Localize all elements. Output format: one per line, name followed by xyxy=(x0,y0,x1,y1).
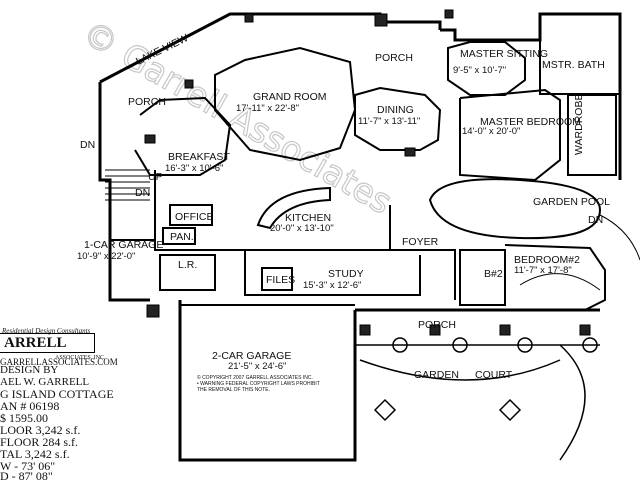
grand-room-dims: 17'-11" x 22'-8" xyxy=(236,103,299,114)
design-by: DESIGN BY xyxy=(0,364,59,376)
master-bath-label: MSTR. BATH xyxy=(542,59,605,71)
wardrobe-label: WARDROBE xyxy=(573,94,585,155)
garden-court xyxy=(355,337,600,461)
plan-name: G ISLAND COTTAGE xyxy=(0,387,114,401)
depth: D - 87' 08" xyxy=(0,469,53,480)
kitchen-dims: 20'-0" x 13'-10" xyxy=(270,223,334,234)
left-stairs xyxy=(105,169,150,201)
bedroom2-label: BEDROOM#2 xyxy=(514,254,580,266)
porch-top-label: PORCH xyxy=(375,52,413,64)
garrell-logo: ARRELL xyxy=(0,333,95,353)
second-floor-area: FLOOR 284 s.f. xyxy=(0,435,79,449)
files-label: FILES xyxy=(266,274,295,286)
porch-left-label: PORCH xyxy=(128,96,166,108)
garden-court-word2: COURT xyxy=(475,369,513,381)
garden-court-word1: GARDEN xyxy=(414,369,459,381)
svg-text:© COPYRIGHT 2007 GARRELL ASSOC: © COPYRIGHT 2007 GARRELL ASSOCIATES INC. xyxy=(197,374,313,381)
master-sitting-label: MASTER SITTING xyxy=(460,48,548,60)
dining-dims: 11'-7" x 13'-11" xyxy=(358,116,420,127)
kitchen-label: KITCHEN xyxy=(285,212,331,224)
assoc-text: ASSOCIATES, INC. xyxy=(55,355,106,361)
foyer-label: FOYER xyxy=(402,236,439,248)
master-sitting-dims: 9'-5" x 10'-7" xyxy=(453,65,506,76)
price: $ 1595.00 xyxy=(0,411,48,425)
breakfast-dims: 16'-3" x 10'-6" xyxy=(165,163,223,174)
pantry-label: PAN. xyxy=(170,231,194,243)
tagline: Residential Design Consultants xyxy=(2,327,91,335)
up-label: UP xyxy=(148,171,163,183)
first-floor-area: LOOR 3,242 s.f. xyxy=(0,423,81,437)
svg-text:THE REMOVAL OF THIS NOTE.: THE REMOVAL OF THIS NOTE. xyxy=(197,387,270,393)
plan-number: AN # 06198 xyxy=(0,399,60,413)
watermark: © Garrell Associates xyxy=(75,13,399,224)
breakfast-label: BREAKFAST xyxy=(168,151,230,163)
master-bedroom-label: MASTER BEDROOM xyxy=(480,116,581,128)
dn-right-label: DN xyxy=(588,214,603,226)
designer: AEL W. GARRELL xyxy=(0,376,90,388)
width: W - 73' 06" xyxy=(0,459,56,473)
svg-text:• WARNING FEDERAL COPYRIGHT LA: • WARNING FEDERAL COPYRIGHT LAWS PROHIBI… xyxy=(197,381,320,387)
study-label: STUDY xyxy=(328,268,364,280)
columns xyxy=(144,9,591,336)
dining-label: DINING xyxy=(377,104,414,116)
dn-left2-label: DN xyxy=(135,187,150,199)
two-car-garage-dims: 21'-5" x 24'-6" xyxy=(228,361,286,372)
copyright-note: © COPYRIGHT 2007 GARRELL ASSOCIATES INC.… xyxy=(197,374,320,393)
study-dims: 15'-3" x 12'-6" xyxy=(303,280,361,291)
bath2-label: B#2 xyxy=(484,268,503,280)
grand-room-label: GRAND ROOM xyxy=(253,91,327,103)
laundry-label: L.R. xyxy=(178,259,197,271)
two-car-garage-label: 2-CAR GARAGE xyxy=(212,350,291,362)
one-car-garage-dims: 10'-9" x 22'-0" xyxy=(77,251,135,262)
interior-walls xyxy=(110,13,621,311)
office-label: OFFICE xyxy=(175,211,214,223)
garden-pool-label-1: GARDEN POOL xyxy=(533,196,610,208)
dn-left-label: DN xyxy=(80,139,95,151)
master-bedroom-dims: 14'-0" x 20'-0" xyxy=(462,126,520,137)
right-stair xyxy=(519,214,640,291)
bedroom2-dims: 11'-7" x 17'-8" xyxy=(514,265,572,276)
porch-bottom-label: PORCH xyxy=(418,319,456,331)
website: GARRELLASSOCIATES.COM xyxy=(0,357,118,367)
one-car-garage-label: 1-CAR GARAGE xyxy=(84,239,163,251)
svg-text:© Garrell Associates: © Garrell Associates xyxy=(76,13,399,222)
total-area: TAL 3,242 s.f. xyxy=(0,447,70,461)
